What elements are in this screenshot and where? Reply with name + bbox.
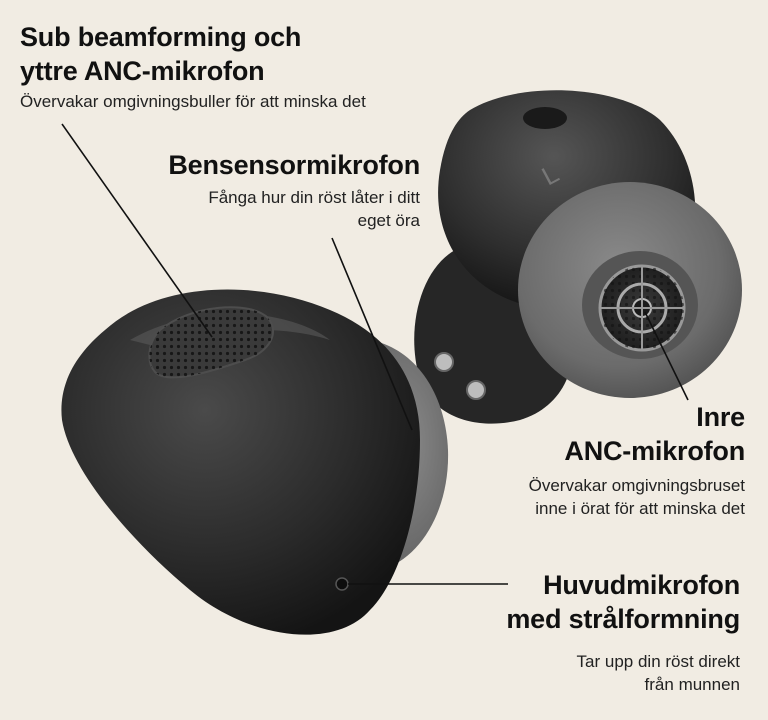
- callout-lines: [61, 123, 689, 585]
- callout-title: Bensensormikrofon: [168, 150, 420, 180]
- callout-main-beamforming-mic: Huvudmikrofon med strålformning Tar upp …: [420, 568, 740, 696]
- left-earbud: [61, 289, 449, 635]
- sub-mic-leader: [61, 123, 213, 338]
- right-earbud-vent: [523, 107, 567, 129]
- charging-contact-2: [466, 380, 486, 400]
- callout-sub-mic: Sub beamforming och yttre ANC-mikrofon Ö…: [20, 20, 366, 113]
- callout-title: Huvudmikrofon med strålformning: [506, 570, 740, 634]
- callout-inner-anc-mic: Inre ANC-mikrofon Övervakar omgivningsbr…: [440, 400, 746, 520]
- callout-bone-sensor-mic: Bensensormikrofon Fånga hur din röst låt…: [130, 148, 420, 232]
- callout-title: Sub beamforming och yttre ANC-mikrofon: [20, 22, 302, 86]
- charging-contact-1: [434, 352, 454, 372]
- callout-title: Inre ANC-mikrofon: [564, 402, 745, 466]
- right-earbud: L: [414, 90, 742, 424]
- main-mic-hole-icon: [335, 577, 349, 591]
- callout-description: Övervakar omgivningsbuller för att minsk…: [20, 92, 366, 111]
- left-earbud-body: [61, 289, 420, 635]
- callout-description: Övervakar omgivningsbruset inne i örat f…: [528, 476, 745, 518]
- callout-description: Tar upp din röst direkt från munnen: [576, 652, 740, 694]
- inner-mic-leader: [644, 311, 689, 401]
- bone-mic-leader: [331, 237, 413, 431]
- callout-description: Fånga hur din röst låter i ditt eget öra: [208, 188, 420, 230]
